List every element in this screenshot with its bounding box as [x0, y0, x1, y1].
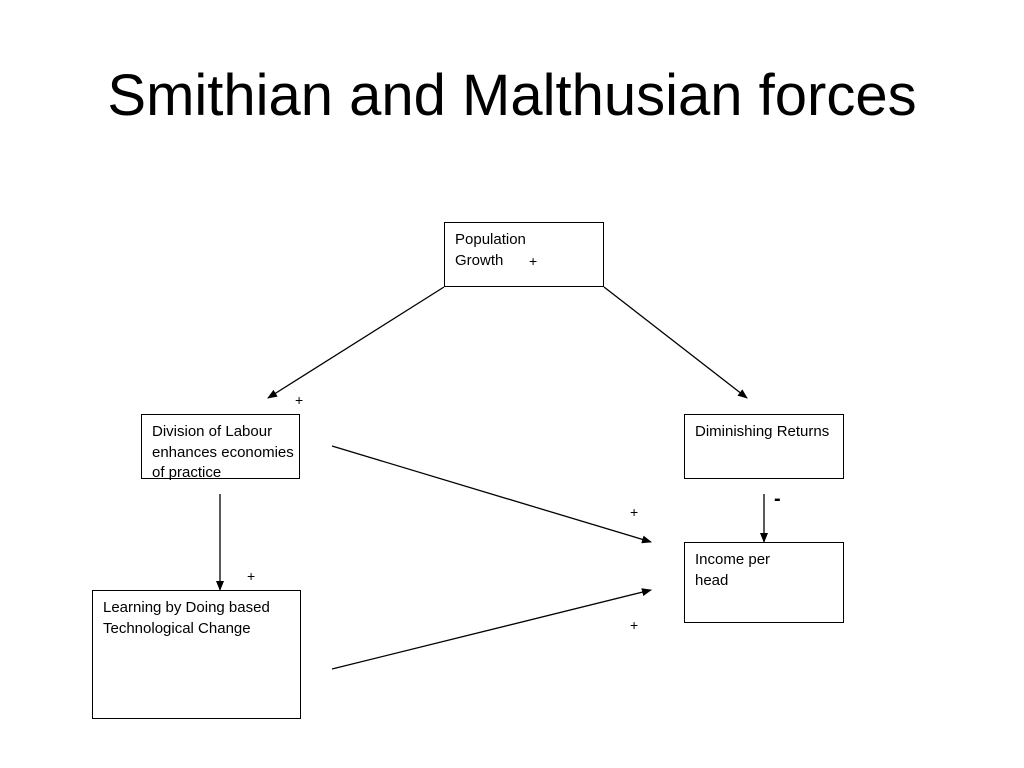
node-division-of-labour: Division of Labour enhances economies of… — [141, 414, 300, 481]
edge-division-to-income — [331, 445, 652, 544]
node-diminishing-returns-label: Diminishing Returns — [695, 423, 830, 440]
node-income-per-head: Income per head — [684, 542, 844, 623]
node-income-per-head-label: Income per head — [695, 551, 771, 589]
sign-division-to-learning-plus: + — [247, 568, 256, 584]
node-learning-by-doing-label: Learning by Doing based Technological Ch… — [103, 599, 270, 637]
node-division-of-labour-label: Division of Labour enhances economies of… — [152, 423, 294, 481]
edge-population-to-division — [267, 286, 445, 399]
edge-learning-to-income — [331, 588, 652, 670]
sign-population-plus: + — [529, 253, 538, 269]
sign-to-division-plus: + — [295, 392, 304, 408]
sign-diminishing-to-income-minus: - — [774, 488, 781, 510]
edge-population-to-diminishing — [603, 286, 748, 399]
sign-division-to-income-plus: + — [630, 504, 639, 520]
node-population-growth-label: Population Growth — [455, 231, 526, 269]
node-population-growth: Population Growth — [444, 222, 604, 287]
node-diminishing-returns: Diminishing Returns — [684, 414, 844, 479]
node-learning-by-doing: Learning by Doing based Technological Ch… — [92, 590, 301, 719]
sign-learning-to-income-plus: + — [630, 617, 639, 633]
slide-title: Smithian and Malthusian forces — [107, 63, 917, 128]
